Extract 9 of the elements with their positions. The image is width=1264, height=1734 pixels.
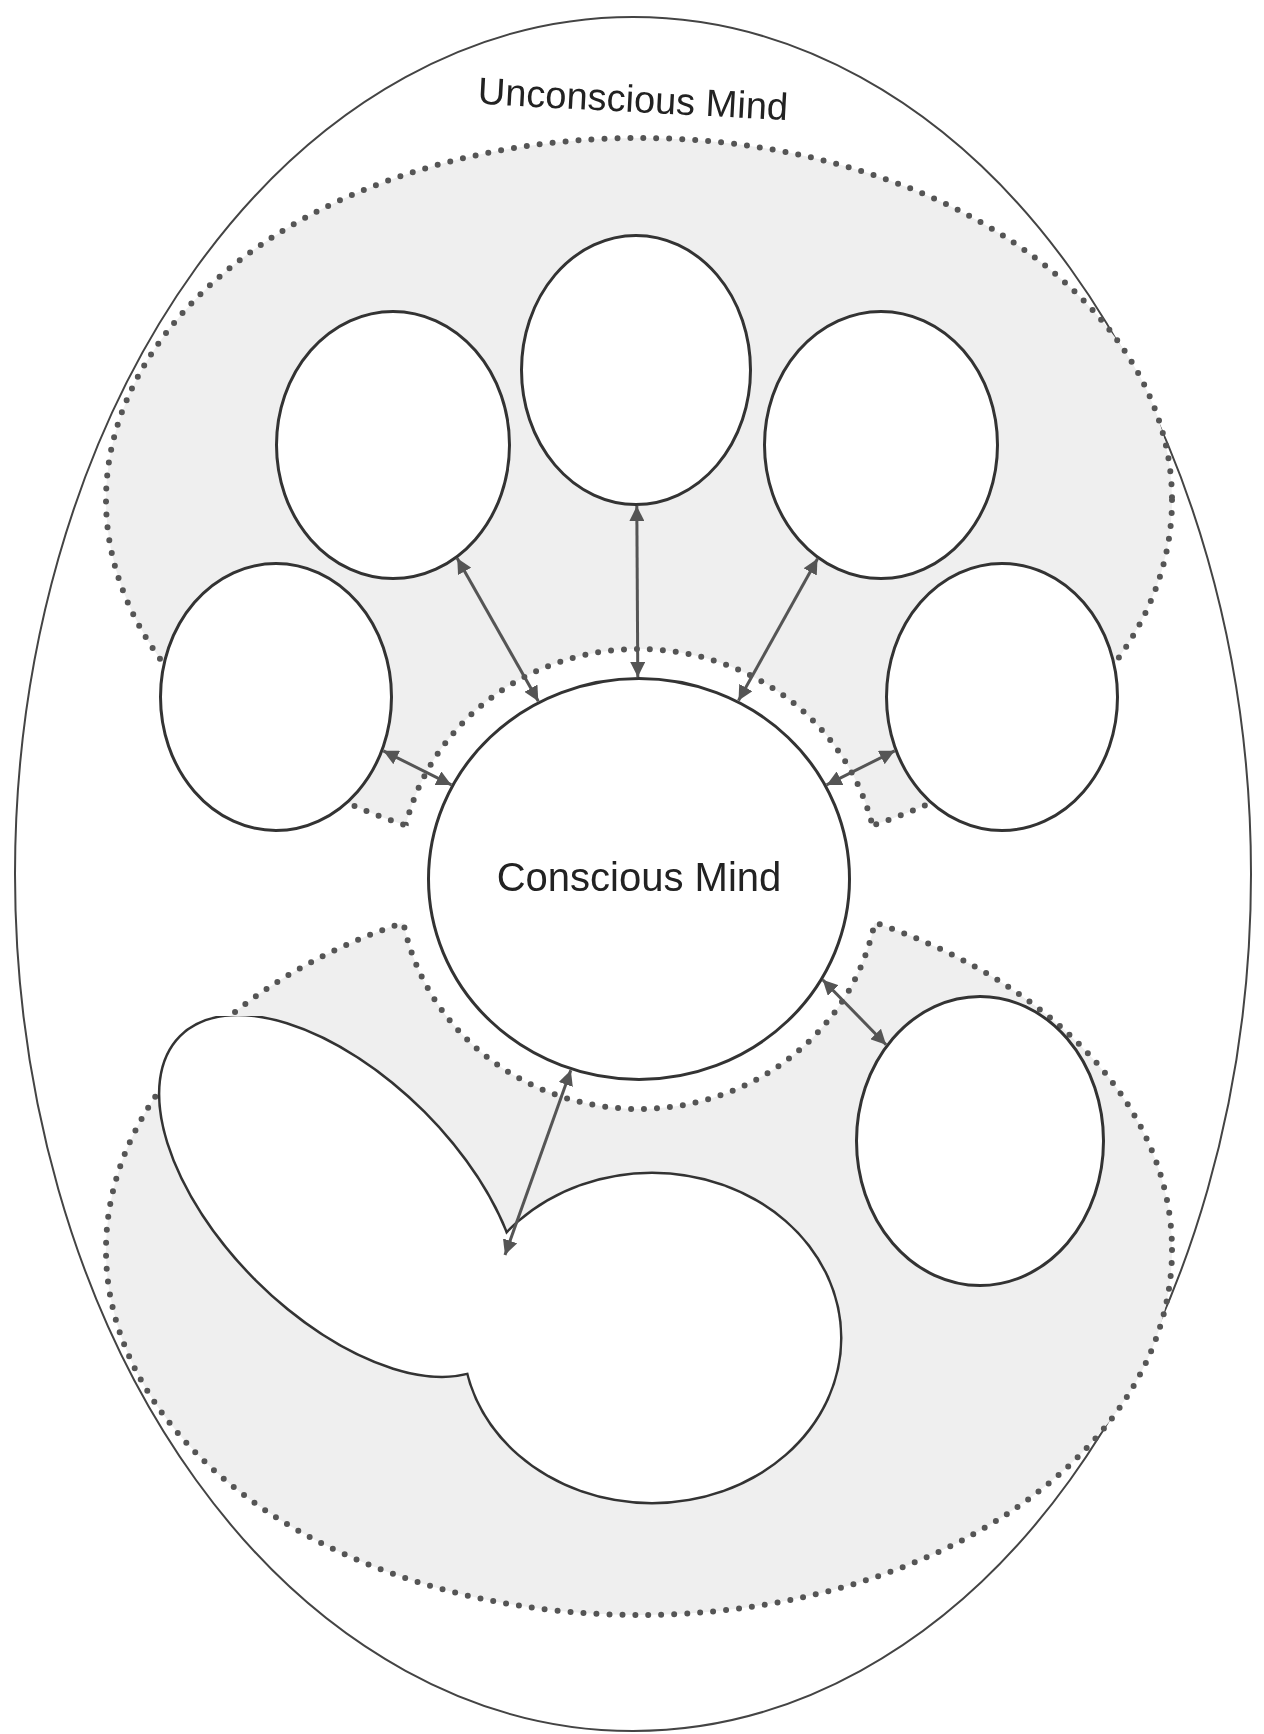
- node-label: Conscious Mind: [496, 855, 782, 900]
- region-title: Unconscious Mind: [476, 69, 790, 130]
- double-arrow: [737, 558, 819, 702]
- double-arrow: [629, 506, 646, 677]
- double-arrow: [821, 978, 888, 1046]
- double-arrow: [382, 749, 453, 787]
- double-arrow: [502, 1069, 573, 1256]
- double-arrow: [455, 557, 540, 703]
- double-arrow: [825, 749, 896, 787]
